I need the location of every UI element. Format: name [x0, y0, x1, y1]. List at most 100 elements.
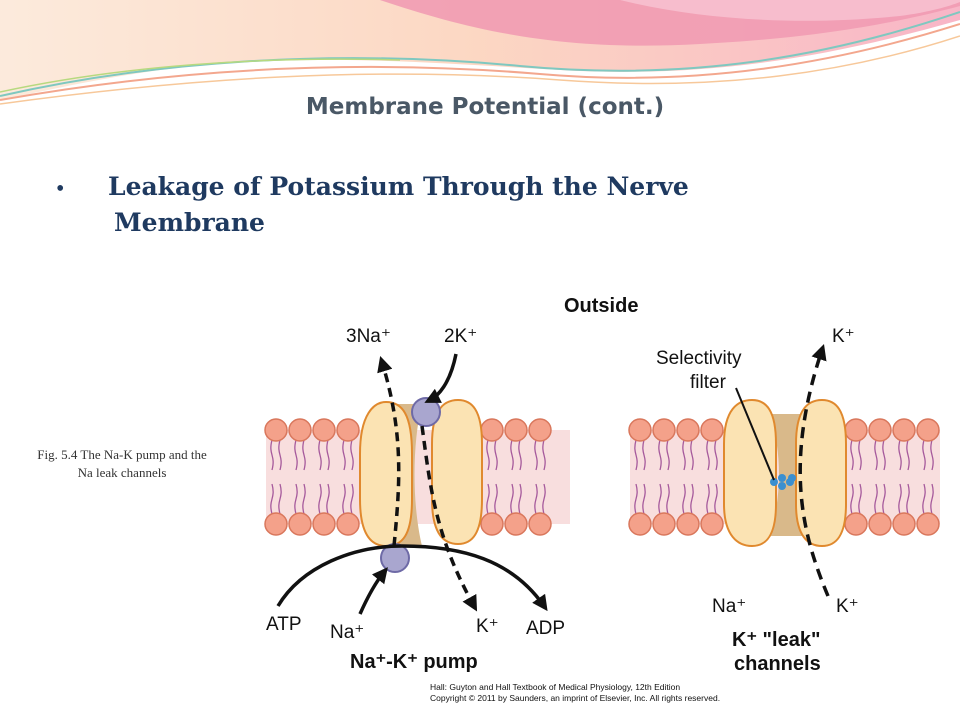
lipid-head	[628, 512, 652, 536]
lipid-head	[336, 418, 360, 442]
lipid-tail	[486, 483, 498, 515]
lipid-tail	[922, 483, 934, 515]
lipid-tail	[706, 439, 718, 471]
channel-k-bottom-label: K⁺	[836, 596, 859, 617]
lipid-tail	[270, 439, 282, 471]
pump-2k-label: 2K⁺	[444, 326, 477, 347]
pump-arrows	[276, 353, 548, 615]
lipid-tail	[270, 483, 282, 515]
decorative-banner	[0, 0, 960, 105]
figure-credit-2: Copyright © 2011 by Saunders, an imprint…	[430, 693, 720, 703]
lipid-head	[892, 512, 916, 536]
lipid-head	[288, 418, 312, 442]
channel-arrows	[735, 344, 830, 597]
selectivity-label-2: filter	[690, 372, 727, 393]
lipid-tail	[342, 483, 354, 515]
slide-title: Membrane Potential (cont.)	[305, 94, 665, 120]
lipid-tail	[510, 483, 522, 515]
membrane-diagram: Outside 3Na⁺ 2K⁺ ATP Na⁺ K⁺ ADP Na⁺-K⁺ p…	[264, 295, 940, 703]
lipid-head	[868, 418, 892, 442]
lipid-tail	[706, 483, 718, 515]
lipid-head	[504, 512, 528, 536]
channel-title-2: channels	[734, 653, 821, 675]
lipid-tail	[294, 439, 306, 471]
lipid-tail	[510, 439, 522, 471]
lipid-head	[652, 418, 676, 442]
lipid-head	[312, 512, 336, 536]
lipid-head	[844, 512, 868, 536]
lipid-head	[892, 418, 916, 442]
lipid-head	[528, 418, 552, 442]
k-influx-arrow	[424, 353, 458, 403]
lipid-head	[916, 512, 940, 536]
lipid-tail	[874, 439, 886, 471]
lipid-head	[504, 418, 528, 442]
lipid-tail	[318, 439, 330, 471]
lipid-head	[288, 512, 312, 536]
lipid-head	[264, 418, 288, 442]
lipid-head	[336, 512, 360, 536]
lipid-head	[480, 418, 504, 442]
bullet-line-1: Leakage of Potassium Through the Nerve	[108, 172, 689, 201]
pump-na-label: Na⁺	[330, 622, 364, 643]
lipid-tail	[294, 483, 306, 515]
lipid-head	[312, 418, 336, 442]
lipid-head	[528, 512, 552, 536]
adp-label: ADP	[526, 618, 565, 639]
figure-credit-1: Hall: Guyton and Hall Textbook of Medica…	[430, 682, 680, 692]
lipid-tail	[658, 439, 670, 471]
selectivity-filter	[770, 474, 796, 490]
k-ion-binding-site	[411, 397, 441, 427]
outside-label: Outside	[564, 295, 638, 317]
lipid-tail	[898, 483, 910, 515]
lipid-head	[264, 512, 288, 536]
pump-k-label: K⁺	[476, 616, 499, 637]
bullet-marker: •	[56, 176, 65, 202]
pump-3na-label: 3Na⁺	[346, 326, 391, 347]
lipid-head	[652, 512, 676, 536]
selectivity-pointer	[735, 387, 775, 481]
lipid-head	[868, 512, 892, 536]
lipid-tail	[634, 439, 646, 471]
lipid-tail	[682, 439, 694, 471]
lipid-tail	[318, 483, 330, 515]
pump-title: Na⁺-K⁺ pump	[350, 651, 478, 673]
channel-k-top-label: K⁺	[832, 326, 855, 347]
membrane-figure: Outside 3Na⁺ 2K⁺ ATP Na⁺ K⁺ ADP Na⁺-K⁺ p…	[262, 284, 946, 712]
lipid-tail	[898, 439, 910, 471]
k-into-cell-arrow	[420, 425, 478, 612]
lipid-head	[700, 512, 724, 536]
na-efflux-arrow	[377, 355, 401, 547]
lipid-tail	[534, 483, 546, 515]
lipid-head	[844, 418, 868, 442]
selectivity-label-1: Selectivity	[656, 348, 742, 369]
k-leak-arrow	[798, 344, 830, 597]
atp-label: ATP	[266, 614, 302, 635]
channel-na-label: Na⁺	[712, 596, 746, 617]
lipid-tail	[682, 483, 694, 515]
bullet-text: Leakage of Potassium Through the Nerve M…	[108, 169, 808, 241]
lipid-head	[700, 418, 724, 442]
na-entry-arrow	[358, 567, 388, 615]
lipid-tail	[486, 439, 498, 471]
lipid-bilayer-left	[264, 418, 570, 536]
caption-line-1: Fig. 5.4 The Na-K pump and the	[37, 447, 207, 462]
figure-caption: Fig. 5.4 The Na-K pump and the Na leak c…	[6, 446, 238, 482]
atp-adp-arrow	[276, 544, 548, 612]
lipid-head	[676, 512, 700, 536]
lipid-head	[628, 418, 652, 442]
lipid-tail	[534, 439, 546, 471]
caption-line-2: Na leak channels	[77, 465, 167, 480]
lipid-tail	[342, 439, 354, 471]
lipid-tail	[922, 439, 934, 471]
lipid-head	[480, 512, 504, 536]
bullet-line-2: Membrane	[114, 208, 265, 237]
lipid-tail	[658, 483, 670, 515]
lipid-tail	[850, 483, 862, 515]
k-leak-channel-protein	[723, 398, 847, 548]
lipid-head	[676, 418, 700, 442]
lipid-tail	[850, 439, 862, 471]
lipid-tail	[634, 483, 646, 515]
lipid-head	[916, 418, 940, 442]
channel-title-1: K⁺ "leak"	[732, 629, 820, 651]
